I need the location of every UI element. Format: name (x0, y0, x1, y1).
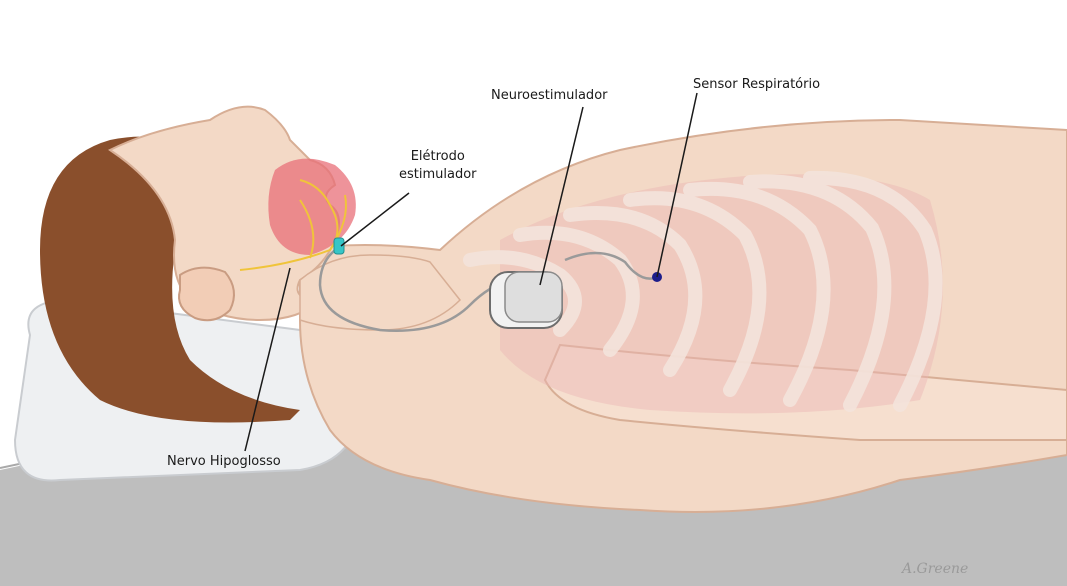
ear (179, 268, 234, 321)
label-nervo-hipoglosso: Nervo Hipoglosso (167, 454, 281, 469)
label-sensor-respiratorio: Sensor Respiratório (693, 77, 820, 92)
artist-signature: A.Greene (902, 561, 968, 577)
neurostimulator-device (490, 272, 562, 328)
label-eletrodo-estimulador: Elétrodo estimulador (399, 148, 477, 184)
electrode-cuff (334, 238, 344, 254)
label-eletrodo-line1: Elétrodo (399, 148, 477, 166)
label-eletrodo-line2: estimulador (399, 166, 477, 184)
label-neuroestimulador: Neuroestimulador (491, 88, 608, 103)
